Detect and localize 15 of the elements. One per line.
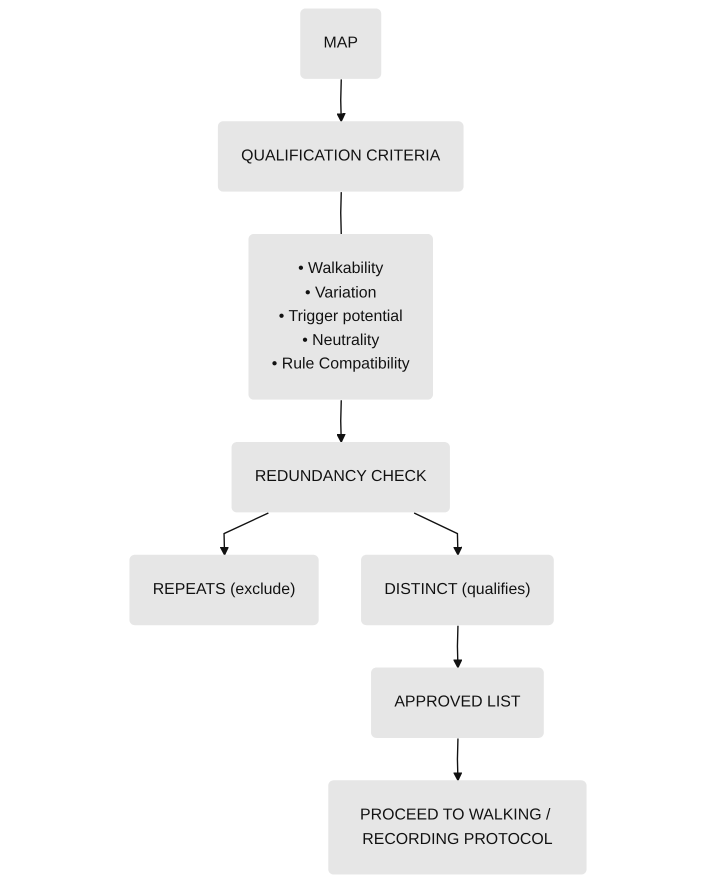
arrow [414, 512, 462, 556]
node-box: APPROVED LIST [371, 668, 544, 738]
node-box: • Walkability • Variation • Trigger potential • Neutrality • Rule Compatibility [248, 234, 433, 400]
node-box: QUALIFICATION CRITERIA [218, 121, 464, 192]
node-box: PROCEED TO WALKING / RECORDING PROTOCOL [328, 780, 587, 875]
connector [340, 192, 342, 235]
arrow [336, 79, 346, 122]
arrow [453, 738, 462, 782]
node-box: REPEATS (exclude) [129, 554, 319, 626]
arrow [220, 512, 269, 556]
node-box: REDUNDANCY CHECK [232, 442, 450, 512]
node-box: MAP [300, 8, 382, 79]
arrow [336, 400, 346, 443]
arrow [453, 626, 462, 668]
node-box: DISTINCT (qualifies) [361, 554, 554, 626]
